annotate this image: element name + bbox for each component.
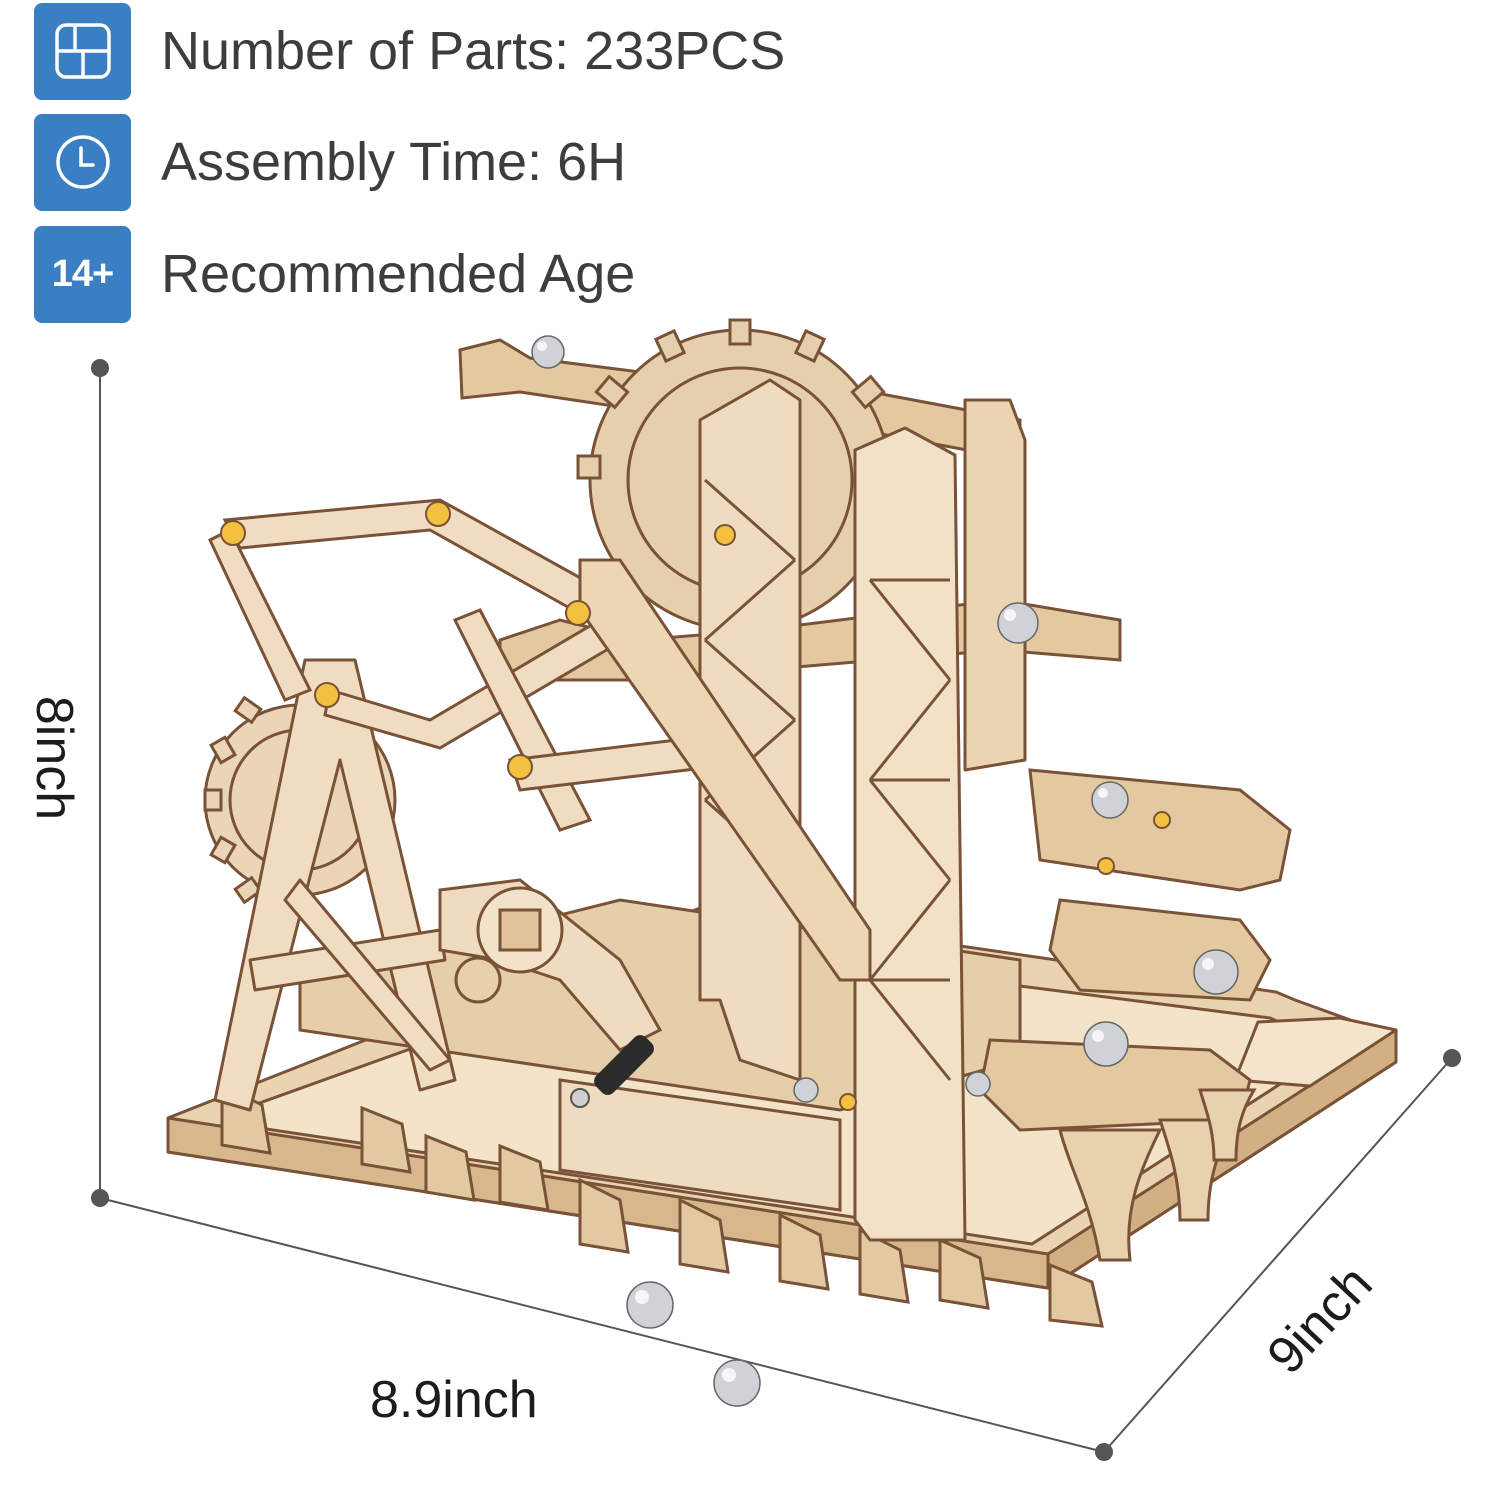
height-dimension-label: 8inch — [25, 695, 83, 821]
height-dimension-endpoint-top — [91, 359, 109, 377]
steel-balls — [531, 335, 1239, 1407]
left-a-frame — [213, 658, 457, 1112]
crank-wheel — [438, 878, 663, 1052]
width-dimension-line — [99, 1197, 1105, 1453]
spec-assembly-time-label: Assembly Time: 6H — [161, 132, 627, 192]
spec-age-label: Recommended Age — [161, 244, 636, 304]
spec-row-age: 14+ Recommended Age — [34, 225, 635, 323]
age-badge: 14+ — [34, 225, 131, 323]
depth-dimension-endpoint — [1443, 1049, 1461, 1067]
base-slats — [220, 1082, 1104, 1328]
age-badge-text: 14+ — [51, 252, 114, 295]
spec-row-parts: Number of Parts: 233PCS — [34, 2, 785, 100]
spec-row-assembly-time: Assembly Time: 6H — [34, 113, 626, 211]
crank-handle — [570, 1035, 654, 1108]
pegs — [220, 501, 1171, 1111]
spec-parts-label: Number of Parts: 233PCS — [161, 21, 786, 81]
depth-dimension-line — [1103, 1057, 1453, 1453]
support-legs — [1058, 1088, 1257, 1262]
parts-icon — [34, 2, 131, 100]
clock-icon — [34, 113, 131, 211]
right-tower — [853, 398, 1027, 1242]
dimension-lines — [91, 359, 1461, 1461]
width-dimension-label: 8.9inch — [370, 1371, 538, 1429]
